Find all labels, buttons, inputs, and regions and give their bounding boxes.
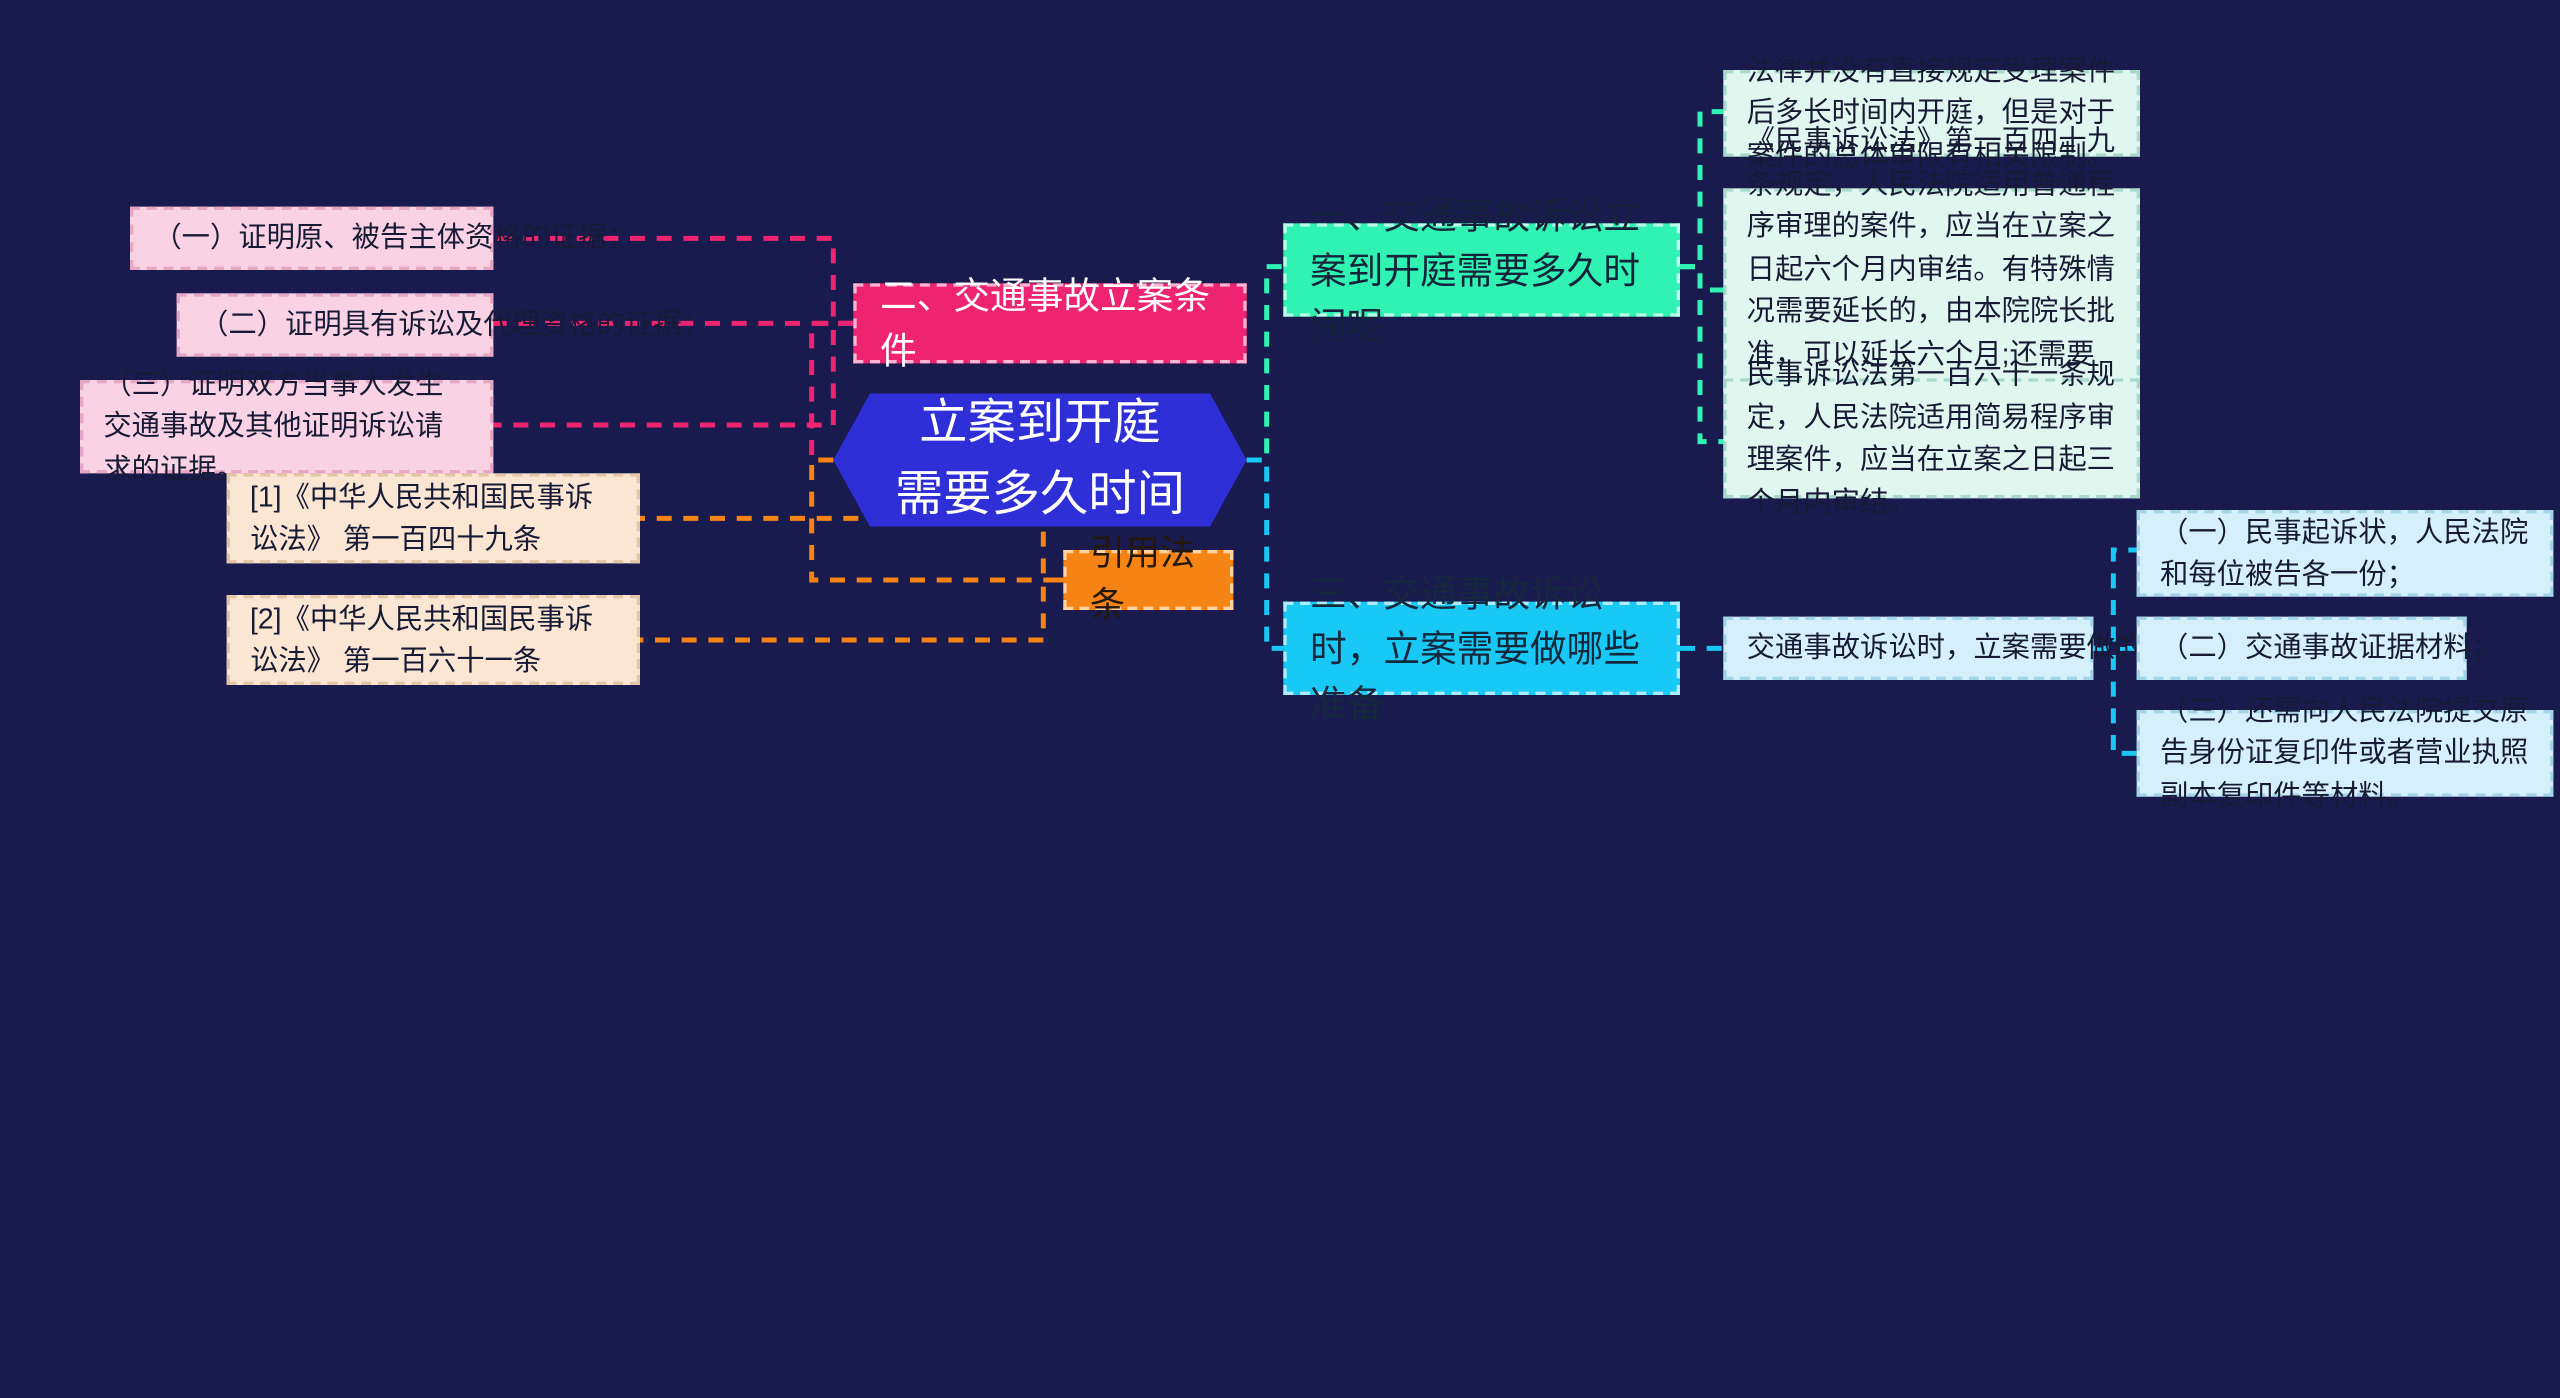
leaf-node-law-citation-2[interactable]: [2]《中华人民共和国民事诉讼法》 第一百六十一条 bbox=[226, 595, 640, 685]
leaf-node-accident-evidence-materials[interactable]: （二）交通事故证据材料； bbox=[2136, 616, 2500, 680]
leaf-node-law-citation-1[interactable]: [1]《中华人民共和国民事诉讼法》 第一百四十九条 bbox=[226, 473, 640, 564]
leaf-node-evidence-accident-claims[interactable]: （三）证明双方当事人发生交通事故及其他证明诉讼请求的证据。 bbox=[80, 368, 494, 485]
topic-node-filing-preparations[interactable]: 三、交通事故诉讼时，立案需要做哪些准备 bbox=[1283, 573, 1680, 724]
mindmap-canvas: 交通事故诉讼立案到开庭 需要多久时间呢 二、交通事故立案条件 （一）证明原、被告… bbox=[80, 55, 2554, 811]
topic-node-filing-to-hearing-duration[interactable]: 一、交通事故诉讼立案到开庭需要多久时间呢 bbox=[1283, 194, 1680, 346]
topic-node-cited-laws[interactable]: 引用法条 bbox=[1063, 534, 1234, 625]
leaf-node-evidence-party-qualification[interactable]: （一）证明原、被告主体资格的证据； bbox=[130, 206, 635, 270]
leaf-node-civil-complaint-copies[interactable]: （一）民事起诉状，人民法院和每位被告各一份； bbox=[2136, 510, 2554, 597]
leaf-node-preparations-intro[interactable]: 交通事故诉讼时，立案需要做的准备有： bbox=[1723, 616, 2257, 680]
leaf-node-evidence-litigation-agency[interactable]: （二）证明具有诉讼及代理资格的证据； bbox=[176, 293, 710, 357]
topic-node-traffic-accident-filing-conditions[interactable]: 二、交通事故立案条件 bbox=[853, 275, 1247, 372]
leaf-node-article-161-simplified-procedure[interactable]: 民事诉讼法第一百六十一条规定，人民法院适用简易程序审理案件，应当在立案之日起三个… bbox=[1723, 358, 2140, 518]
root-node[interactable]: 交通事故诉讼立案到开庭 需要多久时间呢 bbox=[833, 393, 1246, 526]
leaf-node-id-or-license-copies[interactable]: （三）还需向人民法院提交原告身份证复印件或者营业执照副本复印件等材料。 bbox=[2136, 695, 2554, 811]
leaf-node-article-149-ordinary-procedure[interactable]: 《民事诉讼法》第一百四十九条规定，人民法院适用普通程序审理的案件，应当在立案之日… bbox=[1723, 125, 2140, 454]
